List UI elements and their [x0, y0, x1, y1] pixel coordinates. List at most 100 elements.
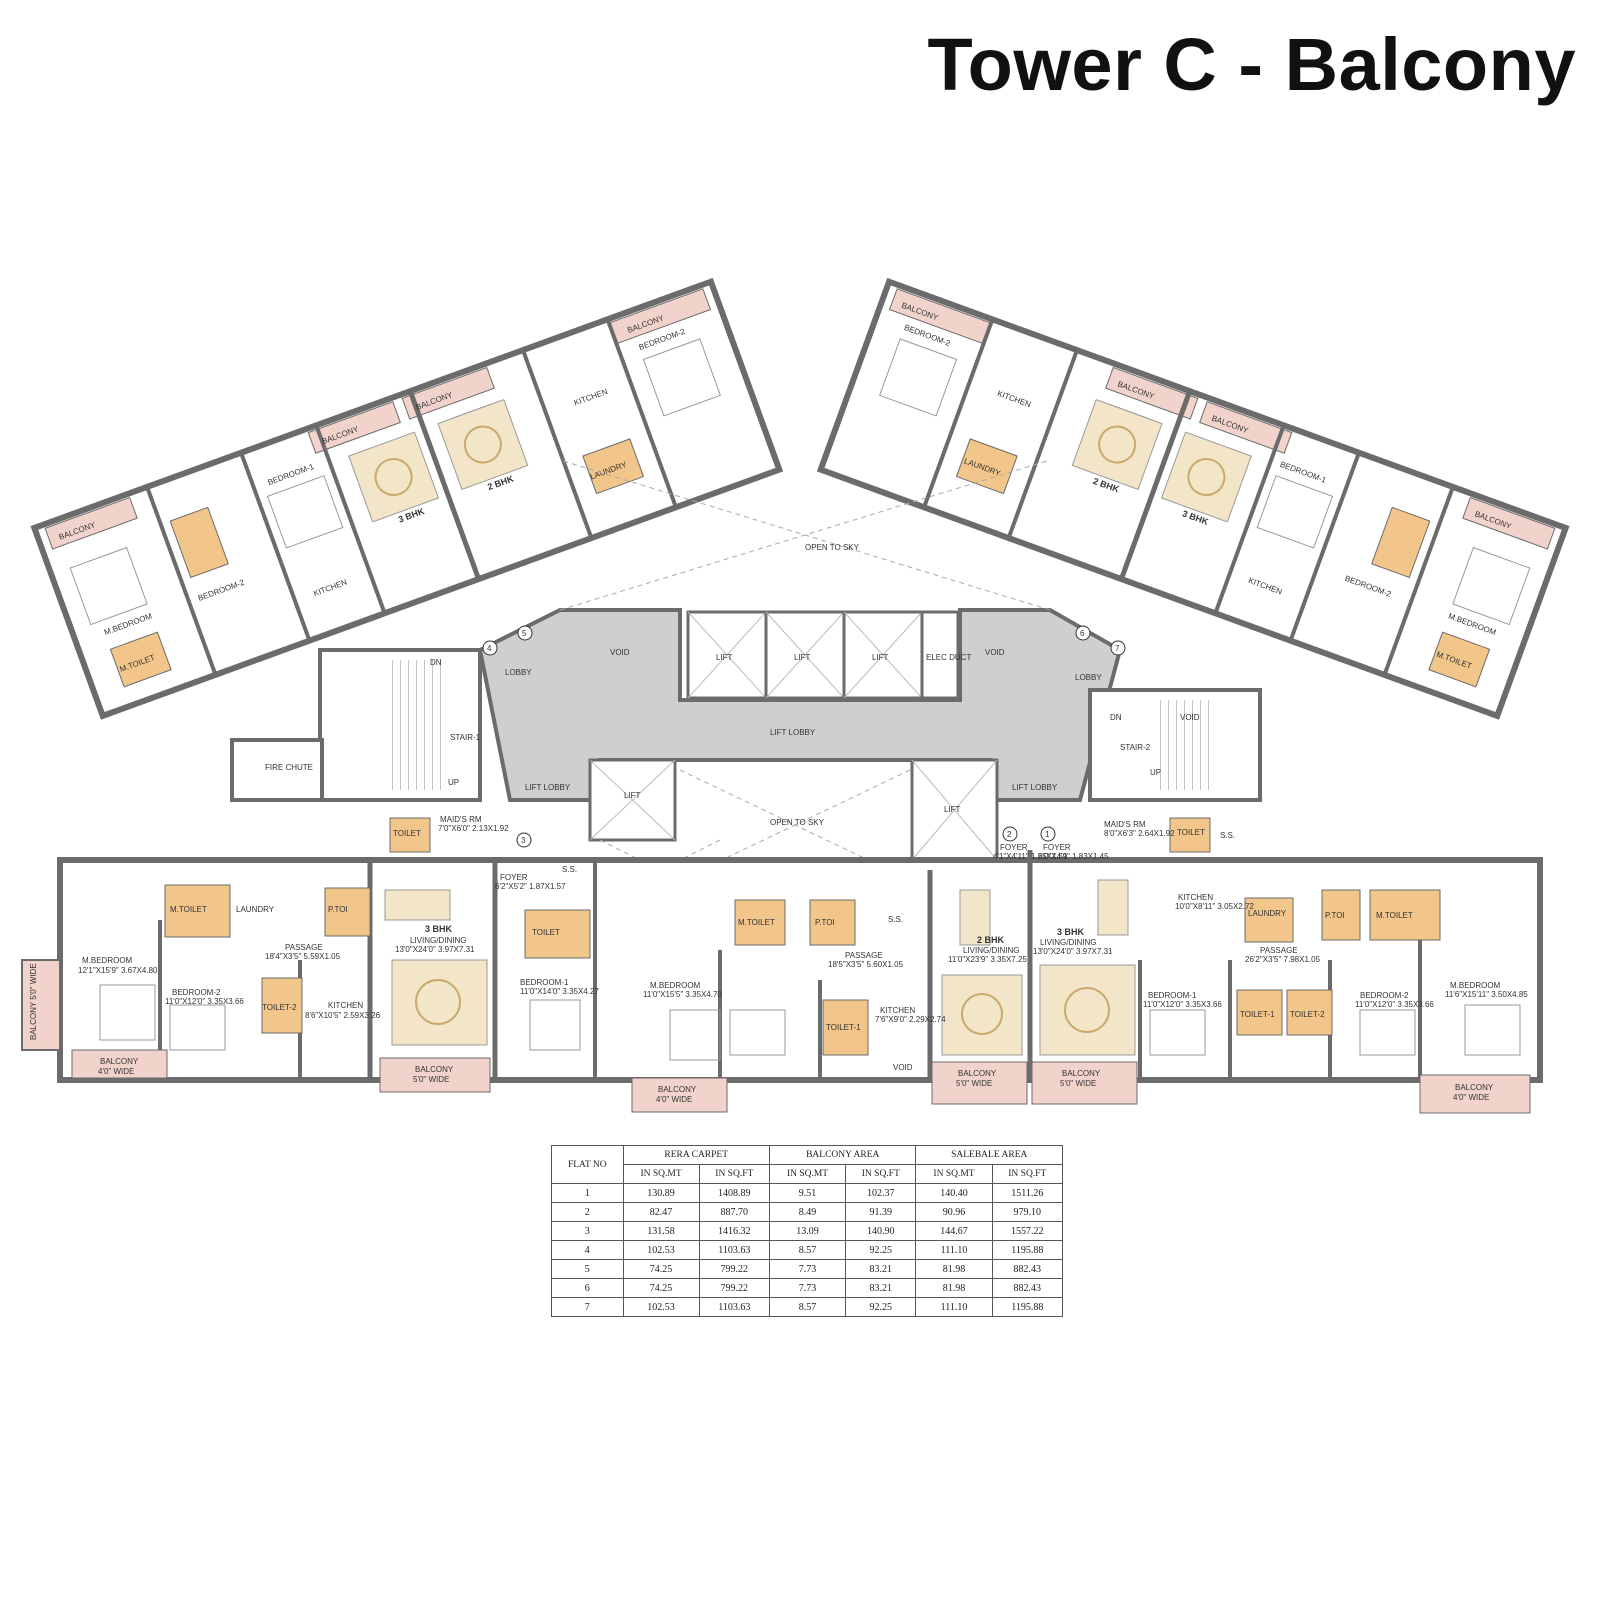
lower-laundry-right: LAUNDRY: [1248, 909, 1287, 918]
svg-text:11'0"X12'0" 3.35X3.66: 11'0"X12'0" 3.35X3.66: [165, 997, 244, 1006]
th-sqft: IN SQ.FT: [991, 1164, 1064, 1184]
table-cell-bal-mt: 7.73: [768, 1278, 847, 1298]
balcony-flat3-a: [71, 1049, 168, 1079]
open-to-sky-top-label: OPEN TO SKY: [805, 543, 860, 552]
flat-markers: 1 2 3 4 5 6 7: [482, 625, 1126, 848]
lower-maids-left: MAID'S RM: [440, 815, 482, 824]
table-cell-rera-ft: 799.22: [698, 1259, 770, 1279]
table-cell-bal-mt: 8.57: [768, 1297, 847, 1317]
svg-text:11'0"X15'5" 3.35X4.70: 11'0"X15'5" 3.35X4.70: [643, 990, 722, 999]
lower-bed2-right: BEDROOM-2: [1360, 991, 1409, 1000]
table-cell-rera-ft: 1416.32: [698, 1221, 770, 1241]
lower-ss-right: S.S.: [1220, 831, 1235, 840]
th-saleable: SALEBALE AREA: [915, 1145, 1063, 1165]
lower-mtoilet-mid: M.TOILET: [738, 918, 775, 927]
table-cell-sale-ft: 1195.88: [991, 1297, 1064, 1317]
table-cell-sale-ft: 882.43: [991, 1278, 1064, 1298]
lower-mtoilet-left: M.TOILET: [170, 905, 207, 914]
lower-kitchen-mid: KITCHEN: [880, 1006, 915, 1015]
table-cell-rera-mt: 102.53: [622, 1240, 700, 1260]
lower-maids-right: MAID'S RM: [1104, 820, 1146, 829]
svg-text:4: 4: [487, 644, 492, 653]
balcony-flat3-b: [379, 1057, 491, 1093]
table-cell-sale-ft: 1511.26: [991, 1183, 1064, 1203]
balcony-mid-b: [1031, 1061, 1138, 1105]
lobby-left-label: LOBBY: [505, 668, 532, 677]
bal-label-4: BALCONY: [958, 1069, 997, 1078]
lobby-right-label: LOBBY: [1075, 673, 1102, 682]
table-cell-bal-ft: 83.21: [845, 1259, 917, 1279]
table-cell-sale-ft: 979.10: [991, 1202, 1064, 1222]
svg-text:11'0"X14'0" 3.35X4.27: 11'0"X14'0" 3.35X4.27: [520, 987, 599, 996]
table-cell-flat: 2: [551, 1202, 624, 1222]
right-wing-balcony-3: [1199, 401, 1293, 454]
svg-text:1: 1: [1045, 830, 1050, 839]
balcony-flat1: [1419, 1074, 1531, 1114]
stair-2-dn: DN: [1110, 713, 1122, 722]
lower-3bhk-right: 3 BHK: [1057, 927, 1085, 937]
table-cell-rera-mt: 130.89: [622, 1183, 700, 1203]
th-sqmt: IN SQ.MT: [768, 1164, 847, 1184]
elec-duct-label: ELEC DUCT: [926, 653, 971, 662]
stair-2-label: STAIR-2: [1120, 743, 1151, 752]
svg-text:13'0"X24'0" 3.97X7.31: 13'0"X24'0" 3.97X7.31: [1033, 947, 1113, 956]
table-cell-bal-mt: 9.51: [768, 1183, 847, 1203]
lower-laundry-left: LAUNDRY: [236, 905, 275, 914]
lower-foyer-1: FOYER: [1043, 843, 1071, 852]
lower-toilet2-left: TOILET-2: [262, 1003, 297, 1012]
right-wing-balcony-2: [1105, 366, 1199, 420]
table-cell-rera-ft: 887.70: [698, 1202, 770, 1222]
lower-bed1-right: BEDROOM-1: [1148, 991, 1197, 1000]
svg-text:18'4"X3'5" 5.59X1.05: 18'4"X3'5" 5.59X1.05: [265, 952, 341, 961]
bal-label-1: BALCONY: [100, 1057, 139, 1066]
svg-text:11'0"X12'0" 3.35X3.66: 11'0"X12'0" 3.35X3.66: [1143, 1000, 1222, 1009]
table-cell-rera-mt: 74.25: [622, 1259, 700, 1279]
svg-text:5'0" WIDE: 5'0" WIDE: [413, 1075, 449, 1084]
lower-mtoilet-right: M.TOILET: [1376, 911, 1413, 920]
table-cell-bal-mt: 8.57: [768, 1240, 847, 1260]
lift-label-3: LIFT: [872, 653, 889, 662]
stair-2-up: UP: [1150, 768, 1161, 777]
svg-text:7: 7: [1115, 644, 1120, 653]
right-wing-balcony-4: [1462, 496, 1556, 550]
svg-text:8'0"X6'3" 2.64X1.92: 8'0"X6'3" 2.64X1.92: [1104, 829, 1175, 838]
void-left-label: VOID: [610, 648, 630, 657]
svg-text:LIVING/DINING: LIVING/DINING: [1040, 938, 1096, 947]
svg-text:5'0" WIDE: 5'0" WIDE: [1060, 1079, 1096, 1088]
table-cell-sale-ft: 1557.22: [991, 1221, 1064, 1241]
lift-label-1: LIFT: [716, 653, 733, 662]
table-cell-bal-mt: 13.09: [768, 1221, 847, 1241]
lower-wing-outline: [57, 857, 1543, 1083]
svg-text:2: 2: [1007, 830, 1012, 839]
lower-mbed-left: M.BEDROOM: [82, 956, 133, 965]
table-cell-sale-mt: 140.40: [915, 1183, 993, 1203]
page-title: Tower C - Balcony: [927, 23, 1576, 106]
svg-text:LIVING/DINING: LIVING/DINING: [410, 936, 466, 945]
lower-kitchen-left: KITCHEN: [328, 1001, 363, 1010]
balcony-mid-a: [931, 1061, 1028, 1105]
svg-text:6'2"X5'2" 1.87X1.57: 6'2"X5'2" 1.87X1.57: [495, 882, 566, 891]
table-cell-sale-mt: 144.67: [915, 1221, 993, 1241]
table-cell-flat: 5: [551, 1259, 624, 1279]
lift-lobby-right-label: LIFT LOBBY: [1012, 783, 1058, 792]
side-balcony: [21, 959, 61, 1051]
table-cell-sale-mt: 81.98: [915, 1278, 993, 1298]
lower-toilet1-right: TOILET-1: [1240, 1010, 1275, 1019]
stair-2-void: VOID: [1180, 713, 1200, 722]
open-to-sky-center-label: OPEN TO SKY: [770, 818, 825, 827]
bal-label-2: BALCONY: [415, 1065, 454, 1074]
svg-text:7'6"X9'0" 2.29X2.74: 7'6"X9'0" 2.29X2.74: [875, 1015, 946, 1024]
svg-text:13'0"X24'0" 3.97X7.31: 13'0"X24'0" 3.97X7.31: [395, 945, 475, 954]
fire-chute-label: FIRE CHUTE: [265, 763, 313, 772]
lower-bed1-mid: BEDROOM-1: [520, 978, 569, 987]
th-balcony: BALCONY AREA: [768, 1145, 917, 1165]
th-rera: RERA CARPET: [622, 1145, 770, 1165]
table-cell-bal-ft: 83.21: [845, 1278, 917, 1298]
lower-passage-right: PASSAGE: [1260, 946, 1298, 955]
table-cell-sale-mt: 90.96: [915, 1202, 993, 1222]
